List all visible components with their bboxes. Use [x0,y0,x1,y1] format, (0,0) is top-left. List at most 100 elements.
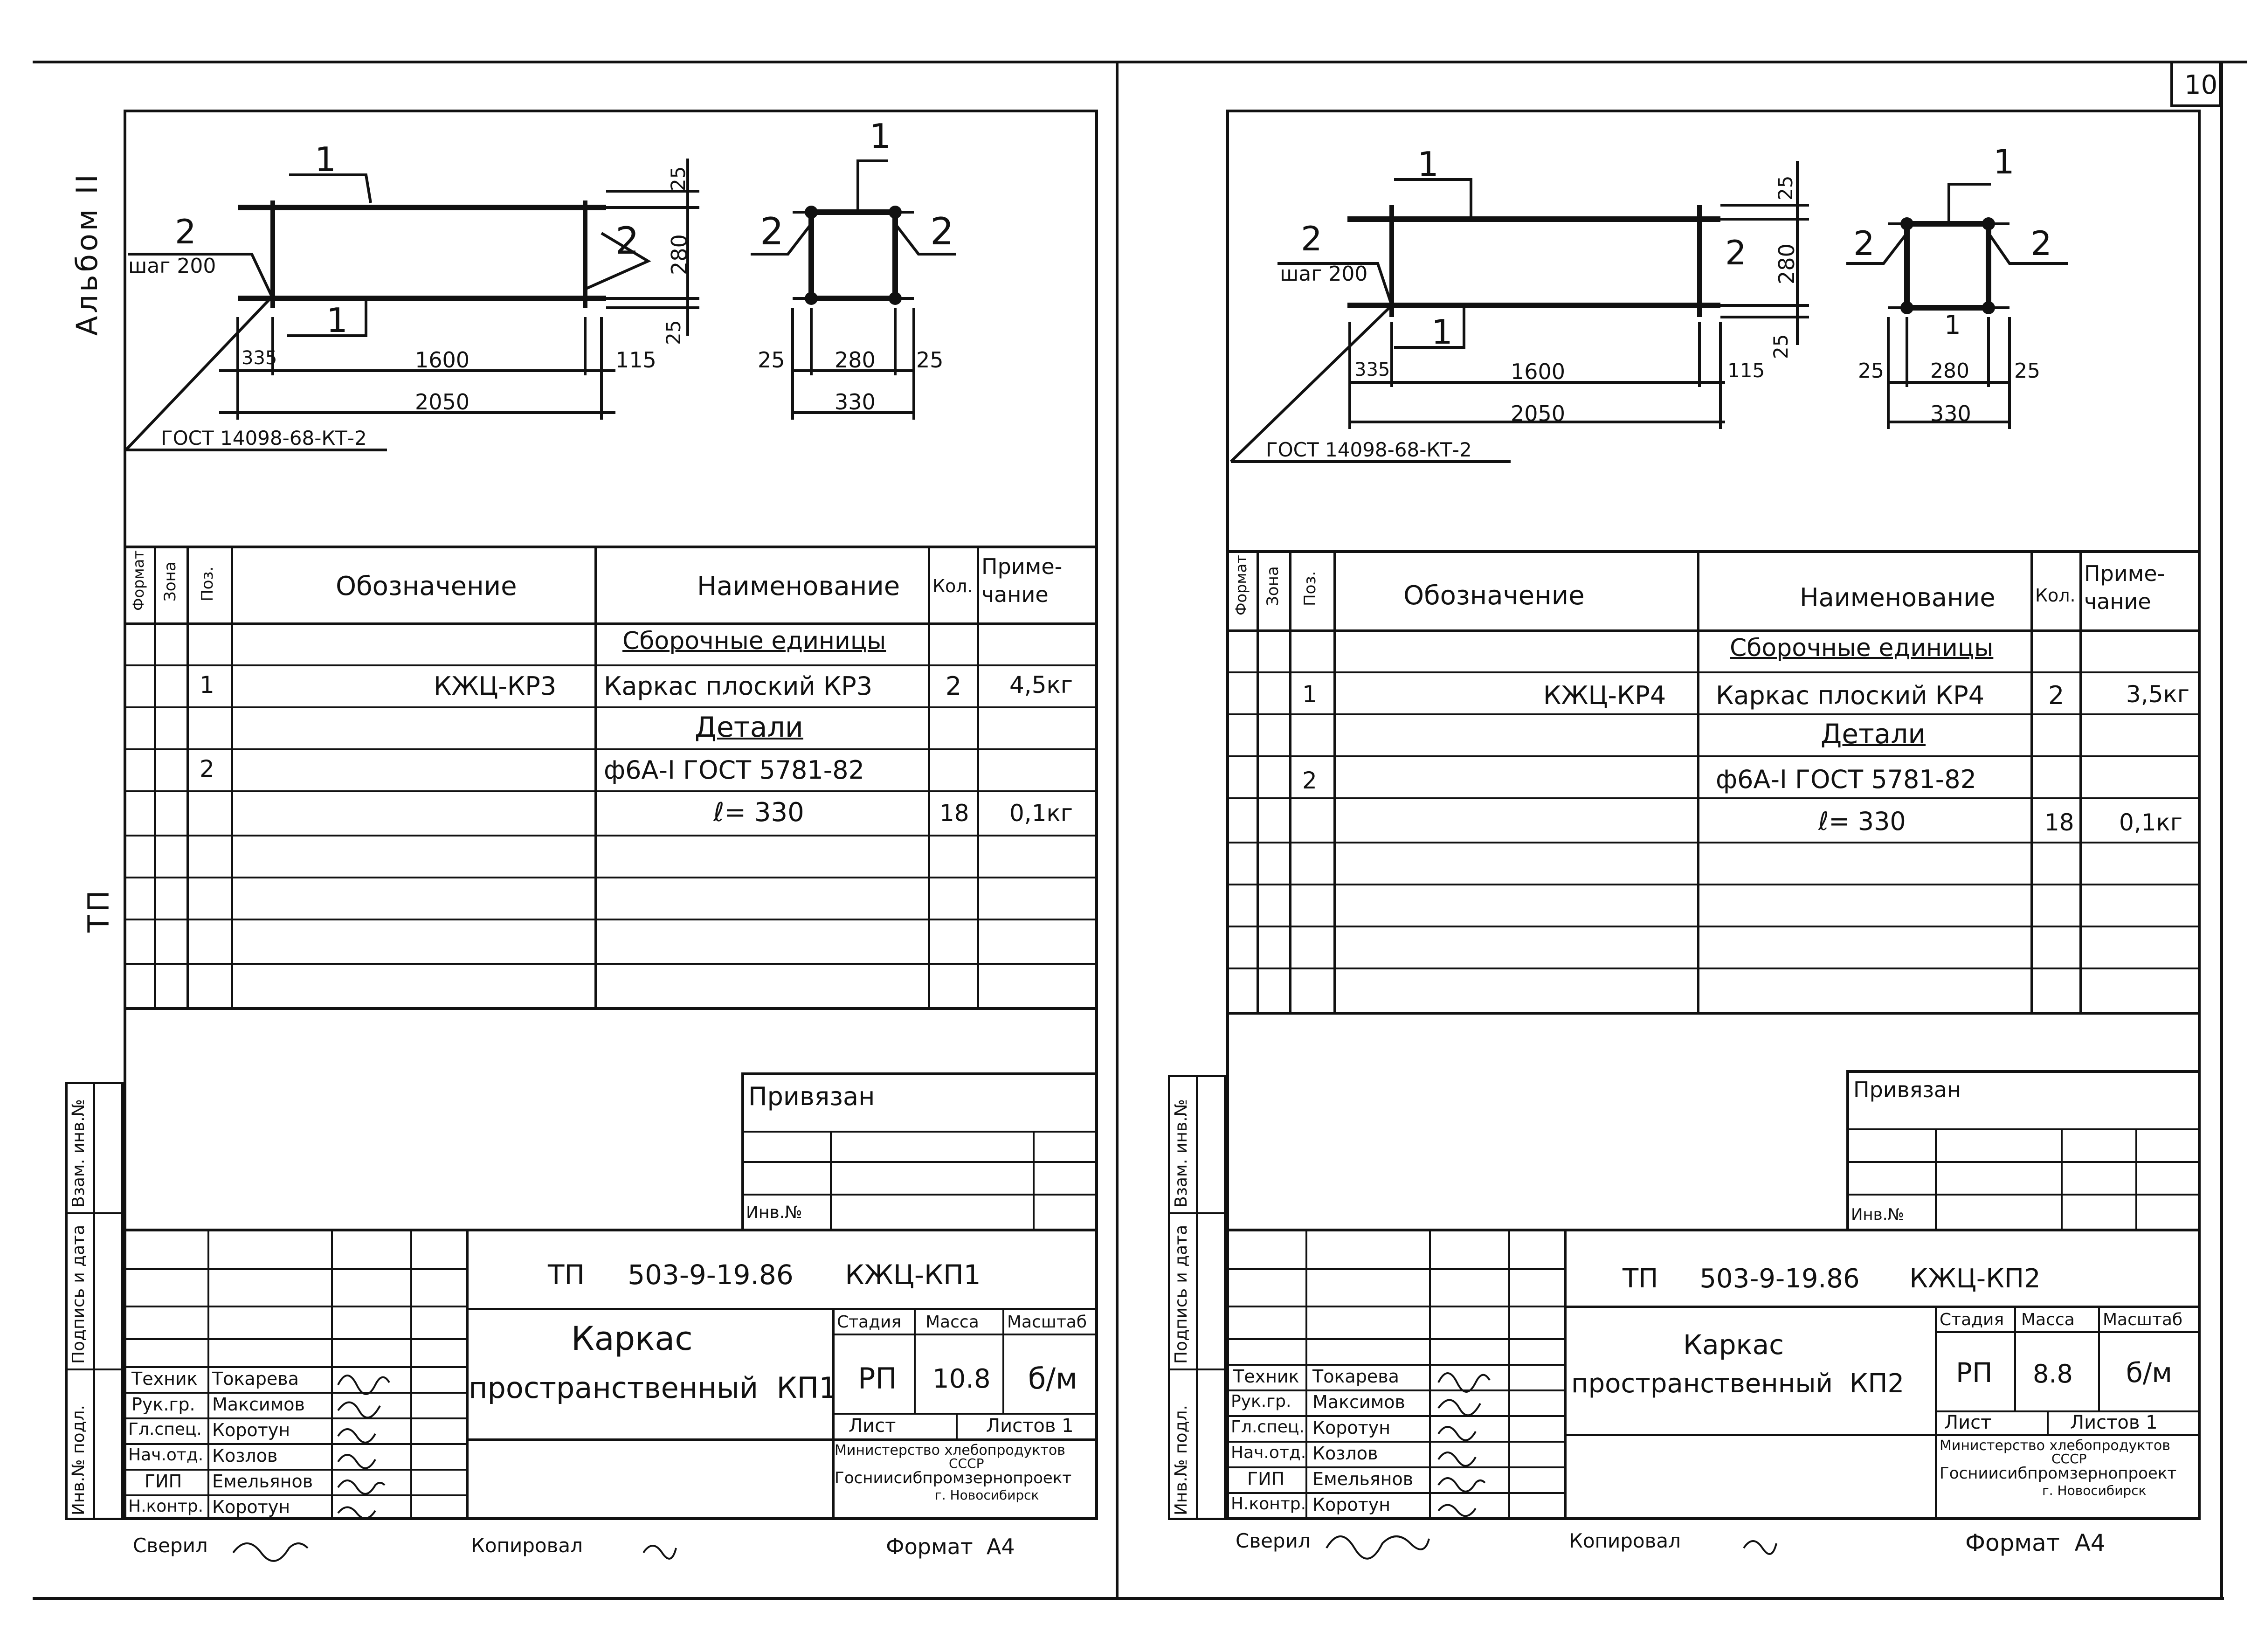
page-number: 10 [2184,70,2218,100]
s2-row-5-name: ℓ= 330 [1818,807,1906,836]
s2-staff-role-0: Техник [1233,1366,1299,1387]
sheet-1-frame [124,110,1098,1520]
staff-name-4: Емельянов [212,1471,313,1492]
scale-value: б/м [1028,1362,1077,1396]
sheet-1-spec-table [124,546,1098,1010]
sheet-2-spec-table [1226,550,2201,1015]
s2-section-pos-2-right: 2 [2030,224,2052,263]
sheet-label: Лист [849,1415,896,1437]
staff-role-5: Н.контр. [128,1497,204,1516]
s2-side-label-inv: Инв.№ подл. [1172,1405,1191,1515]
bound-label: Привязан [748,1082,875,1111]
step-label: шаг 200 [128,254,216,278]
s2-mass-label: Масса [2021,1310,2075,1329]
s2-stage-value: РП [1956,1357,1993,1389]
row-2-pos: 1 [200,671,214,698]
sheet-1-bound-box [741,1072,1098,1229]
s2-org-line-1: Министерство хлебопродуктов [1940,1438,2170,1454]
s2-head-qty: Кол. [2035,585,2076,606]
s2-staff-name-0: Токарева [1312,1366,1399,1387]
s2-row-2-name: Каркас плоский КР4 [1716,681,1985,710]
page-bottom-border [33,1597,2224,1600]
s2-staff-name-4: Емельянов [1312,1469,1414,1489]
s2-side-label-replace: Взам. инв.№ [1172,1099,1191,1208]
section-pos-2-left: 2 [760,210,784,253]
section-dim-total: 330 [835,389,876,415]
mass-label: Масса [925,1313,979,1332]
section-dim-left: 25 [758,347,785,373]
staff-name-5: Коротун [212,1497,290,1517]
s2-dim-left: 335 [1354,359,1390,380]
s2-format-label: Формат А4 [1965,1529,2106,1556]
staff-role-1: Рук.гр. [131,1394,195,1415]
copied-label: Копировал [471,1534,583,1557]
row-5-name: ℓ= 330 [713,797,804,828]
staff-role-2: Гл.спец. [128,1420,202,1439]
dim-total: 2050 [415,389,470,415]
staff-name-2: Коротун [212,1420,290,1440]
s2-section-dim-right: 25 [2014,359,2040,383]
s2-pos-2-right: 2 [1725,233,1747,272]
pos-2-label-left: 2 [175,212,196,251]
head-note: Приме- чание [981,554,1063,607]
dim-left: 335 [242,347,277,369]
s2-sheets-label: Листов 1 [2070,1412,2158,1433]
page-number-box [2170,61,2222,107]
staff-name-1: Максимов [212,1394,305,1415]
s2-scale-value: б/м [2126,1357,2173,1389]
s2-staff-name-3: Козлов [1312,1443,1378,1464]
staff-name-3: Козлов [212,1445,278,1466]
s2-stage-label: Стадия [1940,1310,2004,1329]
checked-label: Сверил [133,1534,208,1557]
s2-dim-mid: 1600 [1511,359,1566,384]
s2-org-line-4: г. Новосибирск [2042,1483,2147,1498]
s2-staff-name-1: Максимов [1312,1392,1405,1412]
row-3-name: Детали [695,711,803,744]
s2-checked-label: Сверил [1236,1529,1311,1552]
stage-value: РП [858,1362,898,1396]
title-line-2: пространственный КП1 [469,1371,837,1405]
sheet-2-drawing [1229,161,2068,463]
s2-row-5-qty: 18 [2044,809,2074,836]
s2-title-line-2: пространственный КП2 [1571,1369,1905,1399]
row-2-name: Каркас плоский КР3 [604,671,873,701]
s2-head-designation: Обозначение [1403,581,1585,611]
s2-row-5-note: 0,1кг [2119,809,2182,836]
s2-row-4-pos: 2 [1302,767,1317,794]
s2-row-3-name: Детали [1821,718,1926,750]
s2-section-pos-1-inner: 1 [1944,310,1961,340]
gost-weld-label: ГОСТ 14098-68-КТ-2 [161,427,367,449]
s2-dim-total: 2050 [1511,401,1566,426]
s2-step-label: шаг 200 [1280,262,1368,286]
pos-1-label-top: 1 [315,140,336,179]
s2-gost-weld-label: ГОСТ 14098-68-КТ-2 [1266,438,1472,461]
row-2-note: 4,5кг [1009,671,1073,698]
sheets-label: Листов 1 [986,1415,1074,1437]
staff-role-0: Техник [131,1369,198,1389]
page-top-border [33,61,2247,63]
org-line-3: Госниисибпромзернопроект [835,1469,1072,1487]
s2-bound-label: Привязан [1853,1077,1961,1102]
pos-1-label-bottom: 1 [326,301,348,340]
s2-row-4-name: ф6А-I ГОСТ 5781-82 [1716,765,1976,794]
scale-label: Масштаб [1007,1313,1087,1332]
s2-section-pos-2-left: 2 [1853,224,1875,263]
s2-title-line-1: Каркас [1683,1329,1784,1361]
section-pos-1: 1 [870,117,891,156]
s2-scale-label: Масштаб [2103,1310,2183,1329]
s2-staff-role-3: Нач.отд. [1231,1443,1306,1462]
s2-org-line-2: СССР [2051,1451,2087,1466]
sheet-2-bound-box [1846,1070,2201,1229]
sheet-2-signatures [1326,1372,1777,1560]
dim-mid: 1600 [415,347,470,373]
s2-mass-value: 8.8 [2033,1359,2073,1389]
staff-role-4: ГИП [145,1471,182,1492]
mass-value: 10.8 [932,1364,991,1394]
pos-2-label-right: 2 [615,219,639,263]
format-label: Формат А4 [886,1534,1015,1559]
row-1-name: Сборочные единицы [622,627,886,655]
sheet-2-frame [1226,110,2201,1520]
s2-org-line-3: Госниисибпромзернопроект [1940,1464,2177,1483]
s2-staff-name-2: Коротун [1312,1417,1391,1438]
title-line-1: Каркас [571,1320,693,1358]
